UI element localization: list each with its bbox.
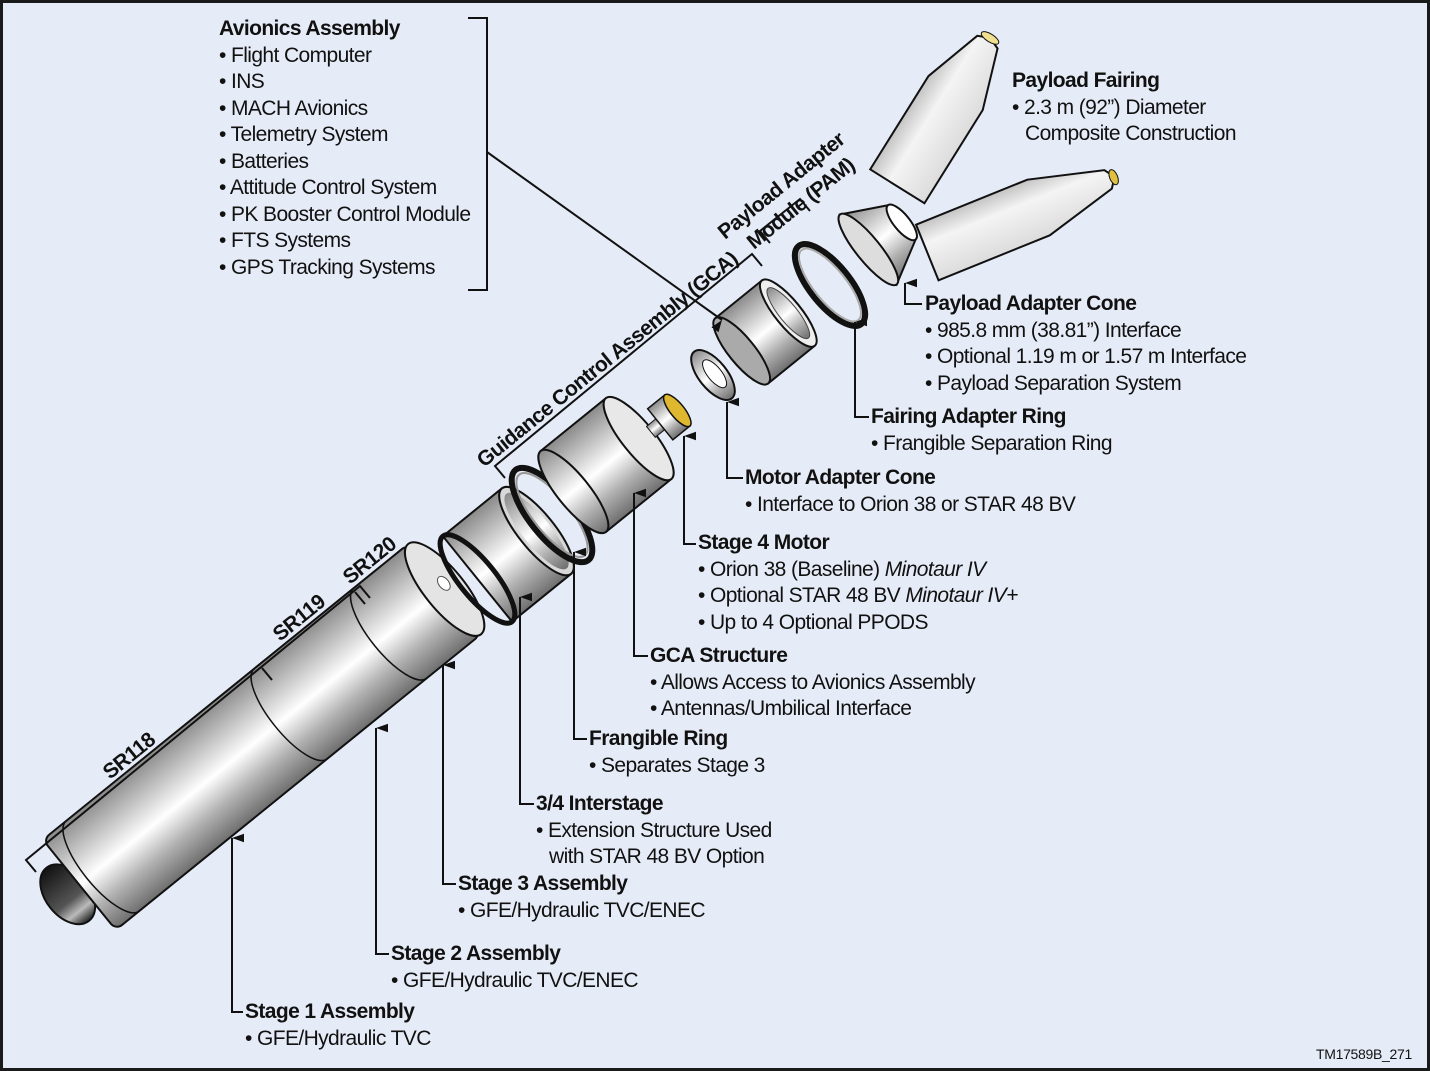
motor-adapter-cone-part [690,349,736,401]
figure-id: TM17589B_271 [1315,1046,1412,1062]
stage1-title: Stage 1 Assembly [245,1000,415,1023]
motor-cone-leader [726,402,743,479]
stage2-title: Stage 2 Assembly [391,942,561,965]
stage1-item: • GFE/Hydraulic TVC [245,1026,431,1050]
interstage-leader [519,597,534,805]
gca-structure-part [537,395,675,535]
stage4-motor-part [645,393,692,441]
stage1-leader [231,838,243,1013]
far-title: Fairing Adapter Ring [871,405,1067,428]
avionics-title: Avionics Assembly [219,17,400,40]
stage4-item: • Optional STAR 48 BV Minotaur IV+ [698,584,1018,607]
interstage-title: 3/4 Interstage [536,792,664,815]
stage4-item: • Orion 38 (Baseline) Minotaur IV [698,557,986,581]
interstage-item: with STAR 48 BV Option [549,845,765,868]
stage3-label: Stage 3 Assembly • GFE/Hydraulic TVC/ENE… [458,871,706,924]
fairing-ring-leader [854,322,869,418]
payload-fairing-item: Composite Construction [1025,122,1237,145]
gca-structure-label: GCA Structure • Allows Access to Avionic… [650,643,976,723]
motor-adapter-cone-label: Motor Adapter Cone • Interface to Orion … [745,465,1076,518]
frangible-ring-label: Frangible Ring • Separates Stage 3 [589,726,765,779]
stage-stack [39,541,486,928]
avionics-item: • INS [219,70,265,93]
stage3-item: • GFE/Hydraulic TVC/ENEC [458,898,706,922]
avionics-label: Avionics Assembly • Flight Computer • IN… [219,16,471,281]
avionics-item: • MACH Avionics [219,96,368,120]
payload-adapter-cone-part [837,203,918,287]
stage3-leader [442,665,456,885]
fairing-adapter-ring-label: Fairing Adapter Ring • Frangible Separat… [871,404,1113,457]
avionics-item: • PK Booster Control Module [219,202,471,226]
far-item: • Frangible Separation Ring [871,431,1113,455]
stage1-label: Stage 1 Assembly • GFE/Hydraulic TVC [245,999,431,1052]
stage4-item: • Up to 4 Optional PPODS [698,610,929,634]
frangible-item: • Separates Stage 3 [589,753,765,777]
pac-title: Payload Adapter Cone [925,292,1137,315]
fairing-half-lower [914,169,1119,282]
frangible-leader [573,552,587,740]
interstage-label: 3/4 Interstage • Extension Structure Use… [536,791,772,871]
stage-brackets [24,17,811,873]
pac-item: • 985.8 mm (38.81”) Interface [925,318,1182,342]
gca-item: • Antennas/Umbilical Interface [650,697,912,720]
avionics-leader [486,151,723,320]
avionics-part [712,278,818,386]
stage4-leader [683,436,696,545]
avionics-item: • Flight Computer [219,43,372,67]
gca-title: GCA Structure [650,644,788,667]
stage2-label: Stage 2 Assembly • GFE/Hydraulic TVC/ENE… [391,941,639,994]
avionics-item: • Telemetry System [219,123,388,146]
payload-fairing-label: Payload Fairing • 2.3 m (92”) Diameter C… [1012,68,1237,148]
leader-lines [231,151,922,1013]
stage4-title: Stage 4 Motor [698,531,830,554]
stage2-item: • GFE/Hydraulic TVC/ENEC [391,968,639,992]
payload-fairing-title: Payload Fairing [1012,69,1160,92]
pac-item: • Optional 1.19 m or 1.57 m Interface [925,345,1247,368]
payload-fairing-item: • 2.3 m (92”) Diameter [1012,95,1206,119]
stage2-leader [375,728,389,955]
gca-leader [633,493,648,657]
avionics-item: • FTS Systems [219,229,351,252]
avionics-item: • Attitude Control System [219,176,437,199]
avionics-item: • Batteries [219,149,309,173]
avionics-item: • GPS Tracking Systems [219,255,435,279]
mac-item: • Interface to Orion 38 or STAR 48 BV [745,492,1076,516]
frangible-title: Frangible Ring [589,727,728,750]
interstage-item: • Extension Structure Used [536,818,772,842]
fairing-half-upper [868,31,1000,205]
stage3-title: Stage 3 Assembly [458,872,628,895]
pac-leader [904,283,922,305]
gca-item: • Allows Access to Avionics Assembly [650,670,976,694]
mac-title: Motor Adapter Cone [745,466,936,489]
payload-adapter-cone-label: Payload Adapter Cone • 985.8 mm (38.81”)… [925,291,1247,397]
pac-item: • Payload Separation System [925,371,1182,395]
stage4-motor-label: Stage 4 Motor • Orion 38 (Baseline) Mino… [698,530,1018,636]
